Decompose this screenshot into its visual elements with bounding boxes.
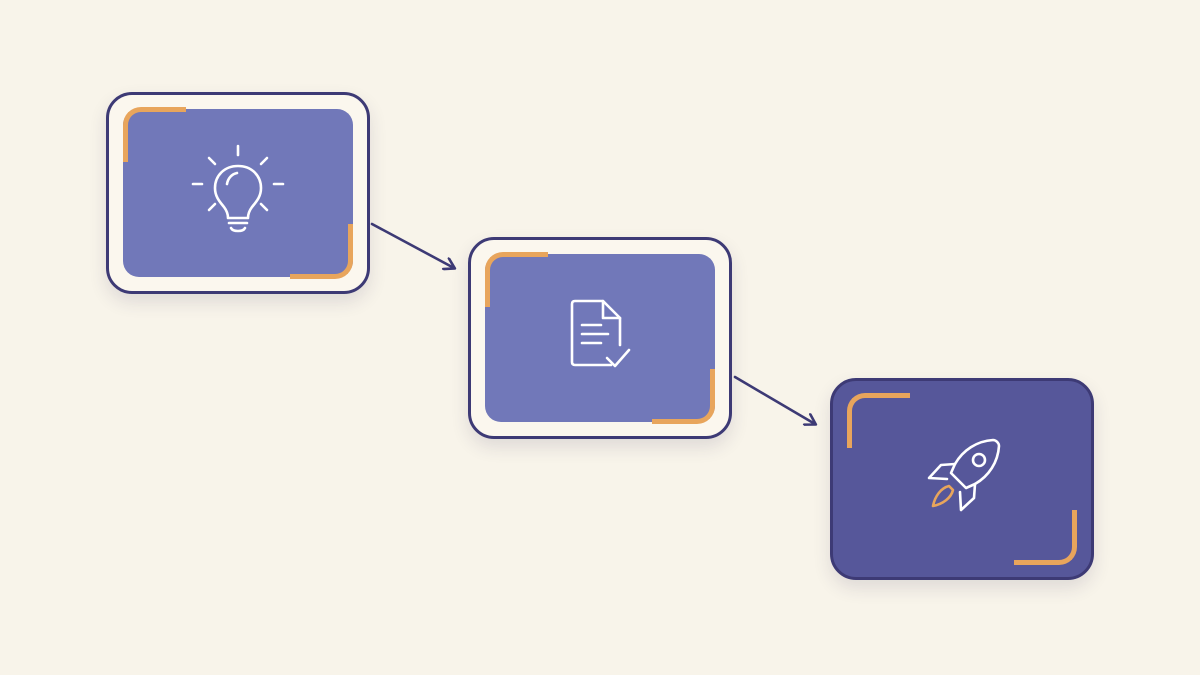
connector-arrow-2-to-3 [733, 375, 815, 424]
rocket-icon [927, 438, 1001, 512]
step-card-document [468, 237, 732, 439]
connector-arrow-1-to-2 [370, 222, 454, 268]
step-card-launch [830, 378, 1094, 580]
document-check-icon [570, 299, 631, 368]
accent-bracket-top-left [847, 393, 910, 448]
step-card-idea [106, 92, 370, 294]
step-card-idea-panel [123, 109, 353, 277]
lightbulb-icon [191, 144, 285, 233]
step-card-document-panel [485, 254, 715, 422]
accent-bracket-bottom-right [1014, 510, 1077, 565]
